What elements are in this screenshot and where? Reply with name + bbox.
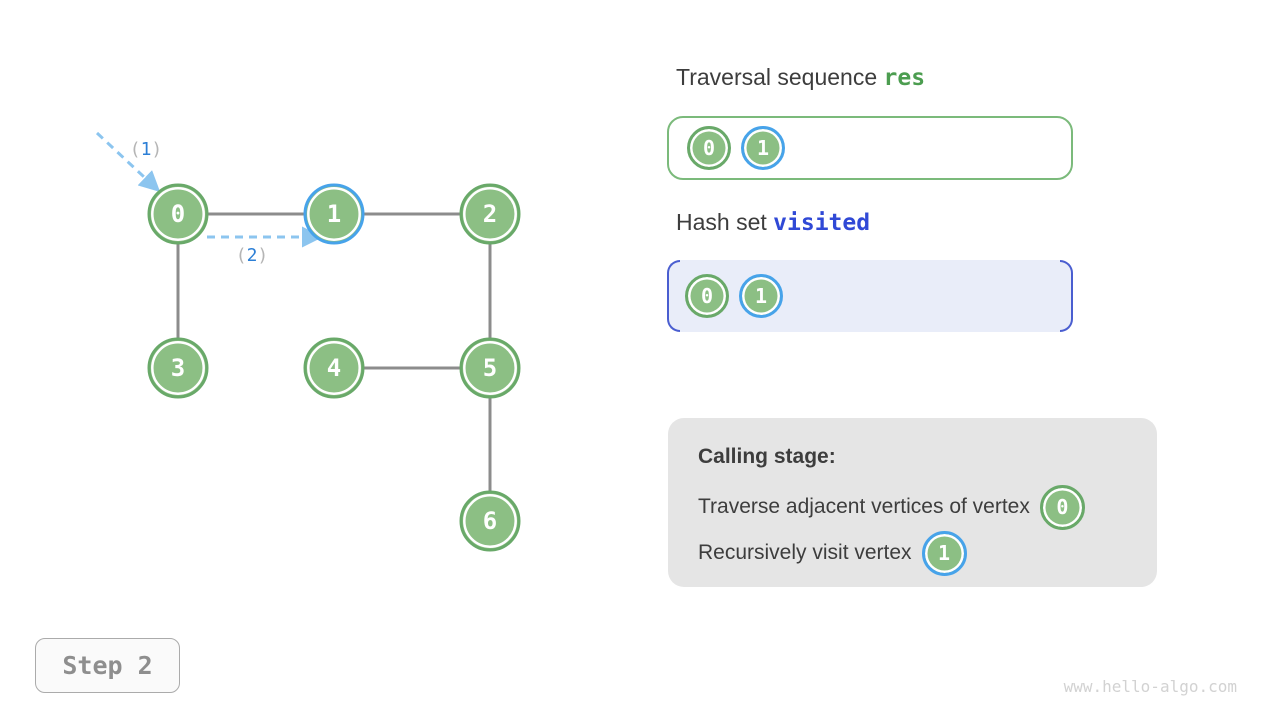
res-code-label: res [883, 65, 926, 91]
graph-vertex-5: 5 [459, 337, 521, 399]
call-order-label-1: (1) [130, 139, 163, 160]
svg-text:1: 1 [327, 200, 341, 228]
traversal-sequence-title: Traversal sequence res [676, 64, 925, 91]
calling-stage-line-1: Traverse adjacent vertices of vertex 0 [698, 484, 1129, 530]
vertex-chip-0: 0 [687, 126, 731, 170]
watermark: www.hello-algo.com [1063, 677, 1237, 696]
graph-vertex-6: 6 [459, 490, 521, 552]
vertex-chip-label: 0 [1056, 495, 1069, 519]
calling-stage-line-2: Recursively visit vertex 1 [698, 530, 1129, 576]
graph-vertex-2: 2 [459, 183, 521, 245]
graph-vertex-1: 1 [303, 183, 365, 245]
svg-text:4: 4 [327, 354, 341, 382]
step-badge: Step 2 [35, 638, 180, 693]
vertex-chip-1: 1 [739, 274, 783, 318]
svg-text:0: 0 [171, 200, 185, 228]
vertex-chip-label: 1 [938, 541, 951, 565]
vertex-chip-1: 1 [741, 126, 785, 170]
vertex-chip-0: 0 [1039, 484, 1085, 530]
call-order-label-2: (2) [236, 245, 269, 266]
vertex-chip-0: 0 [685, 274, 729, 318]
vertex-chip-label: 1 [756, 136, 770, 160]
calling-stage-box: Calling stage: Traverse adjacent vertice… [668, 418, 1157, 587]
svg-text:6: 6 [483, 507, 497, 535]
hash-set-title: Hash set visited [676, 209, 870, 236]
graph-vertex-4: 4 [303, 337, 365, 399]
graph-vertex-0: 0 [147, 183, 209, 245]
calling-stage-title: Calling stage: [698, 445, 836, 468]
vertex-chip-label: 1 [754, 284, 768, 308]
vertex-chip-label: 0 [702, 136, 716, 160]
vertex-chip-1: 1 [921, 530, 967, 576]
calling-stage-line-text: Traverse adjacent vertices of vertex [698, 495, 1030, 518]
calling-stage-line-text: Recursively visit vertex [698, 541, 912, 564]
visited-code-label: visited [773, 210, 871, 236]
graph-vertex-3: 3 [147, 337, 209, 399]
hash-set-title-text: Hash set [676, 209, 774, 235]
vertex-chip-label: 0 [700, 284, 714, 308]
graph-diagram: (1) (2) 0 1 2 3 4 5 6 [95, 131, 521, 552]
traversal-sequence-title-text: Traversal sequence [676, 64, 884, 90]
svg-text:5: 5 [483, 354, 497, 382]
svg-text:2: 2 [483, 200, 497, 228]
svg-text:3: 3 [171, 354, 185, 382]
